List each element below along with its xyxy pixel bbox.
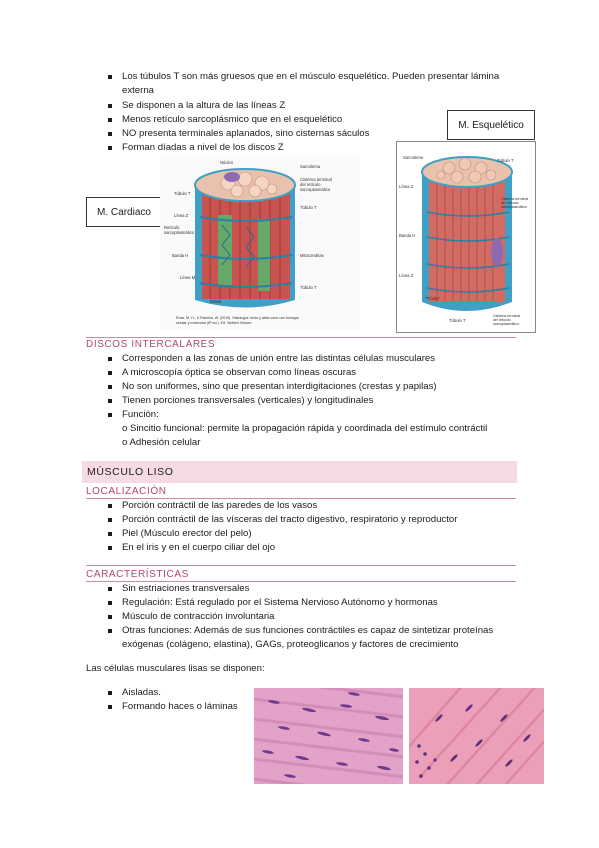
label-tubulo-t-bottom: Túbulo T (300, 285, 317, 290)
label-tubulo-t-bottom: Túbulo T (449, 318, 466, 323)
bullet-icon (108, 629, 112, 633)
section-rule (86, 565, 516, 566)
label-cisterna-2: del retículo (300, 182, 321, 187)
label-cisterna-3: sarcoplasmático (300, 187, 331, 192)
bullet-icon (108, 132, 112, 136)
smooth-muscle-micrograph (409, 688, 544, 784)
label-linea-z: Línea Z (399, 184, 414, 189)
bullet-icon (108, 615, 112, 619)
label-cisterna-3: sarcoplasmático (501, 205, 527, 209)
histology-image-bundles (409, 688, 544, 784)
label-reticulo: Retículo (164, 225, 180, 230)
sub-item: o Sincitio funcional: permite la propaga… (122, 423, 488, 434)
bullet-icon (108, 385, 112, 389)
bullet-icon (108, 518, 112, 522)
section-band-musculo-liso: MÚSCULO LISO (82, 461, 517, 483)
heading-caracteristicas: CARACTERÍSTICAS (86, 569, 189, 580)
label-tubulo-t: Túbulo T (174, 191, 191, 196)
label-sarcolema: Sarcolema (403, 155, 424, 160)
smooth-muscle-micrograph (254, 688, 403, 784)
bullet-continuation: externa (122, 85, 154, 96)
figure-caption-line: Ross, M. H., & Pawlina, W. (2019). Histo… (176, 316, 299, 320)
bullet-icon (108, 532, 112, 536)
bullet-icon (108, 601, 112, 605)
label-cisterna: Cisterna terminal (300, 177, 332, 182)
bullet-icon (108, 587, 112, 591)
bullet-icon (108, 705, 112, 709)
label-diada: Díada (210, 299, 222, 304)
heading-musculo-liso: MÚSCULO LISO (87, 466, 174, 478)
label-tubulo-t: Túbulo T (497, 158, 514, 163)
bullet-icon (108, 504, 112, 508)
bullet-icon (108, 399, 112, 403)
cardiac-muscle-illustration: Núcleo Sarcolema Cisterna terminal del r… (160, 155, 360, 330)
label-reticulo-2: sarcoplasmático (164, 230, 195, 235)
label-nucleo: Núcleo (220, 160, 234, 165)
histology-image-isolated (254, 688, 403, 784)
heading-discos-intercalares: DISCOS INTERCALARES (86, 339, 216, 350)
label-cisterna: Cisterna terminal (501, 197, 528, 201)
heading-localizacion: LOCALIZACIÓN (86, 486, 167, 497)
skeletal-muscle-figure: Sarcolema Línea Z Banda H Línea Z Túbulo… (396, 141, 536, 333)
label-cisterna-2: del retículo (501, 201, 519, 205)
bullet-icon (108, 104, 112, 108)
label-sarcolema: Sarcolema (300, 164, 321, 169)
label-banda-h: Banda H (399, 233, 415, 238)
bullet-icon (108, 546, 112, 550)
label-banda-h: Banda H (172, 253, 188, 258)
label-box-cardiaco: M. Cardiaco (86, 197, 162, 227)
cardiac-muscle-figure: Núcleo Sarcolema Cisterna terminal del r… (160, 155, 360, 330)
bullet-icon (108, 75, 112, 79)
bullet-icon (108, 118, 112, 122)
bullet-icon (108, 371, 112, 375)
label-mitocondrias: Mitocondrias (300, 253, 324, 258)
section-rule (86, 581, 516, 582)
sub-item: o Adhesión celular (122, 437, 201, 448)
label-linea-z: Línea Z (174, 213, 189, 218)
bullet-icon (108, 357, 112, 361)
bullet-icon (108, 413, 112, 417)
bullet-icon (108, 691, 112, 695)
label-tubulo-t-right: Túbulo T (300, 205, 317, 210)
label-box-esqueletico: M. Esquelético (447, 110, 535, 140)
section-rule (86, 498, 516, 499)
label-linea-z-2: Línea Z (399, 273, 414, 278)
intro-paragraph: Las células musculares lisas se disponen… (86, 663, 265, 674)
label-cisterna-bottom-3: sarcoplasmático (493, 322, 519, 326)
figure-caption-line: celular y molecular (8ª ed.). Ed. Wolter… (176, 321, 252, 325)
bullet-icon (108, 146, 112, 150)
label-triada: "Tríada" (425, 296, 440, 301)
skeletal-muscle-illustration: Sarcolema Línea Z Banda H Línea Z Túbulo… (399, 155, 528, 326)
label-cisterna-bottom: Cisterna terminal (493, 314, 520, 318)
label-linea-m: Línea M (180, 275, 196, 280)
label-cisterna-bottom-2: del retículo (493, 318, 511, 322)
section-rule (86, 337, 516, 338)
bullet-continuation: exógenas (colágeno, elastina), GAGs, pro… (122, 639, 459, 650)
